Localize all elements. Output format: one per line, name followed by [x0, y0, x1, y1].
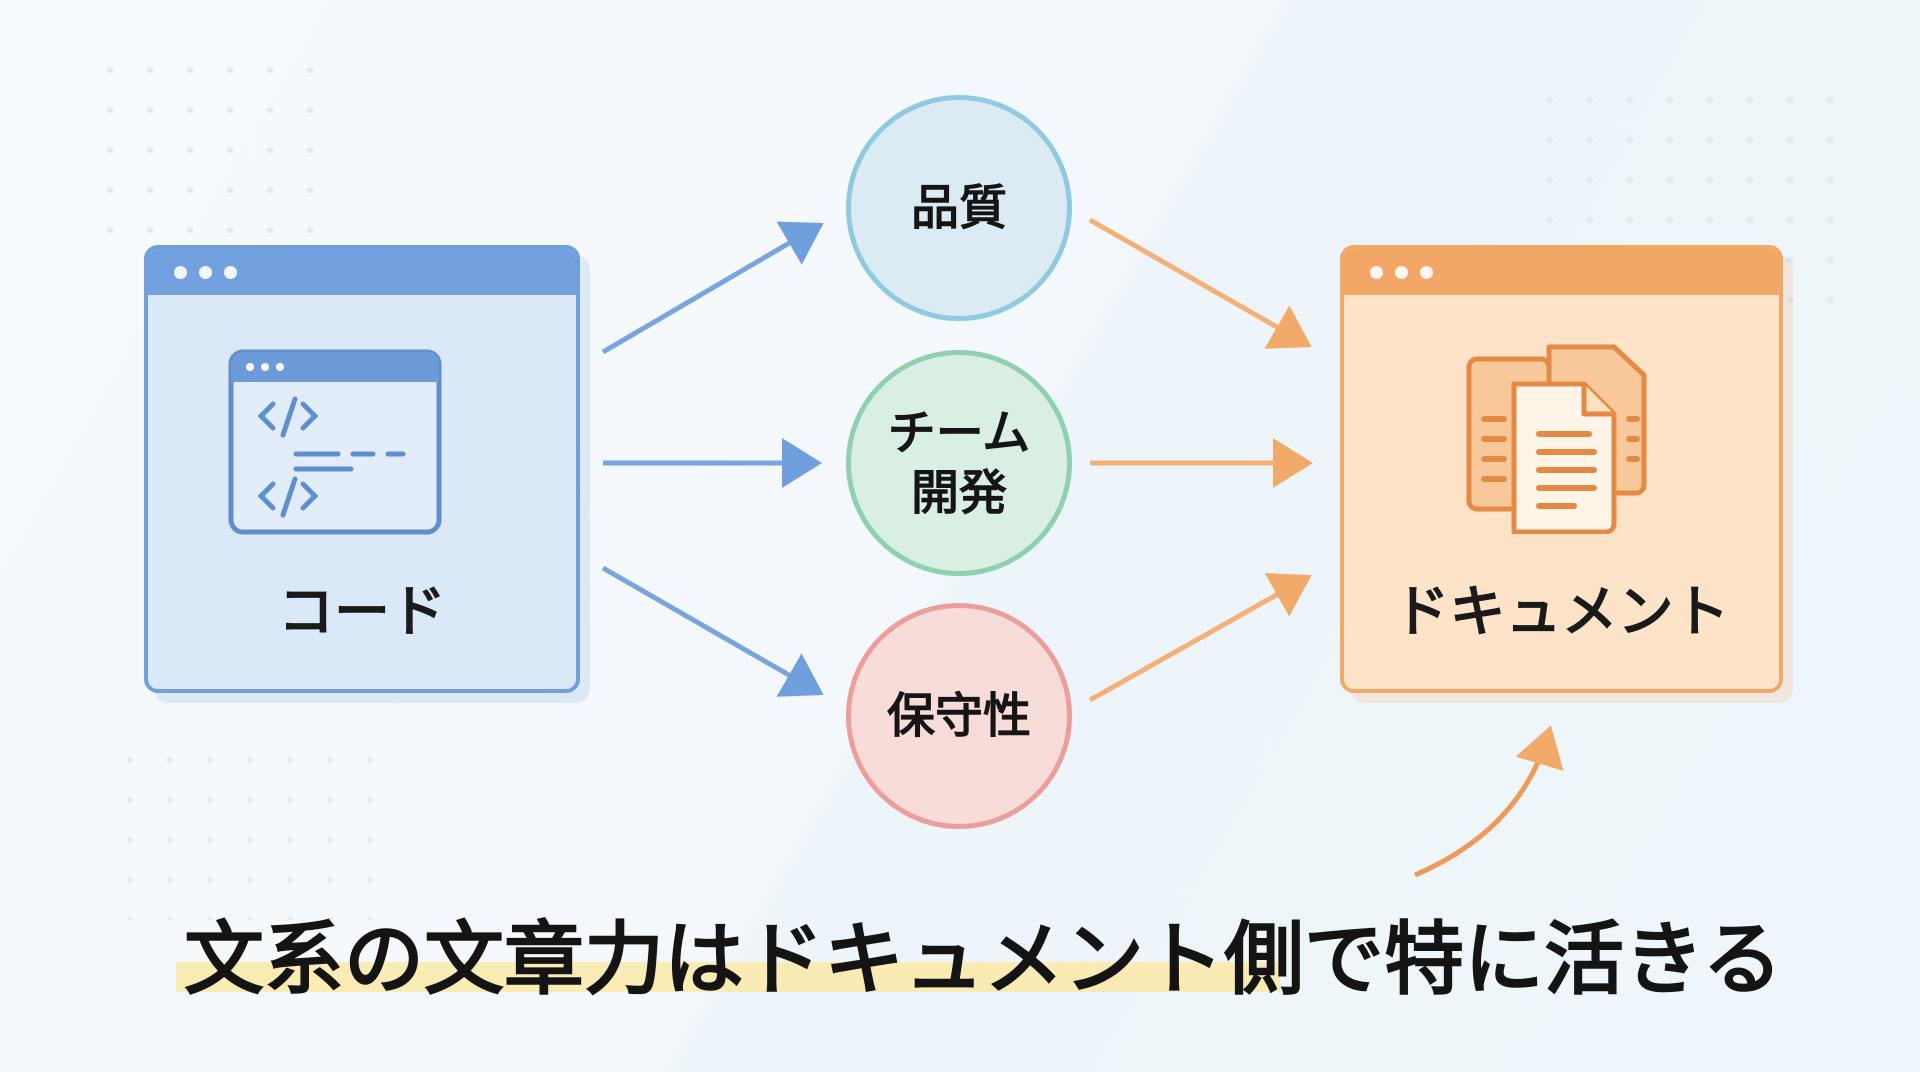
arrow-code-to-maintainability — [601, 565, 824, 697]
caption-highlight — [176, 962, 1280, 992]
quality-label: 品質 — [910, 180, 1007, 236]
quality-circle: 品質 — [846, 95, 1072, 321]
team-dev-circle: チーム開発 — [846, 350, 1072, 576]
documents-icon — [1466, 344, 1647, 534]
team-label: チーム — [887, 405, 1031, 461]
caption: 文系の文章力はドキュメント側で特に活きる — [184, 913, 1783, 1006]
arrow-quality-to-docs — [1088, 217, 1312, 349]
maintainability-label: 保守性 — [886, 688, 1031, 744]
curved-arrow-to-docs — [1414, 725, 1564, 878]
dot-pattern — [90, 50, 330, 240]
window-titlebar — [1344, 249, 1779, 295]
code-label: コード — [278, 580, 446, 645]
window-titlebar — [148, 249, 576, 295]
arrow-maintainability-to-docs — [1088, 572, 1312, 703]
maintainability-circle: 保守性 — [846, 603, 1072, 829]
arrow-code-to-quality — [601, 221, 824, 355]
dev-label: 開発 — [910, 465, 1007, 521]
code-window-icon — [228, 349, 442, 535]
code-window: コード — [144, 245, 580, 693]
dot-pattern — [110, 740, 390, 920]
document-label: ドキュメント — [1393, 580, 1730, 645]
document-window: ドキュメント — [1340, 245, 1783, 693]
